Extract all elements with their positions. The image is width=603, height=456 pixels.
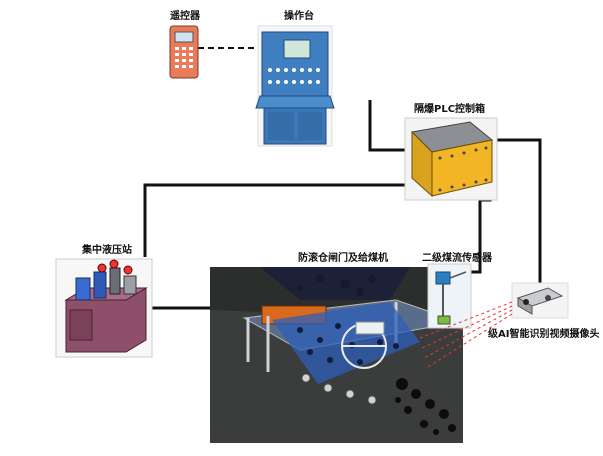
gate-feeder-label: 防滚仓闸门及给煤机 [298, 253, 388, 264]
hydraulic-label: 集中液压站 [82, 245, 132, 256]
camera-detection-rays [419, 301, 513, 369]
remote-label: 遥控器 [170, 11, 200, 22]
ai-camera-label: 级AI智能识别视频摄像头 [488, 329, 600, 340]
console-plc-link [368, 100, 410, 152]
plc-hydraulic-link [143, 183, 410, 257]
console-label: 操作台 [284, 11, 314, 22]
feeder-scene [210, 267, 463, 443]
plc-camera-link [495, 138, 542, 286]
plc-box-label: 隔爆PLC控制箱 [414, 104, 486, 115]
plc-control-box [404, 117, 498, 201]
ai-camera [511, 282, 569, 319]
hydraulic-station [55, 258, 153, 358]
flow-sensor-label: 二级煤流传感器 [422, 253, 492, 264]
flow-sensor [427, 263, 472, 329]
remote-controller [169, 25, 199, 79]
operation-console [255, 25, 335, 147]
